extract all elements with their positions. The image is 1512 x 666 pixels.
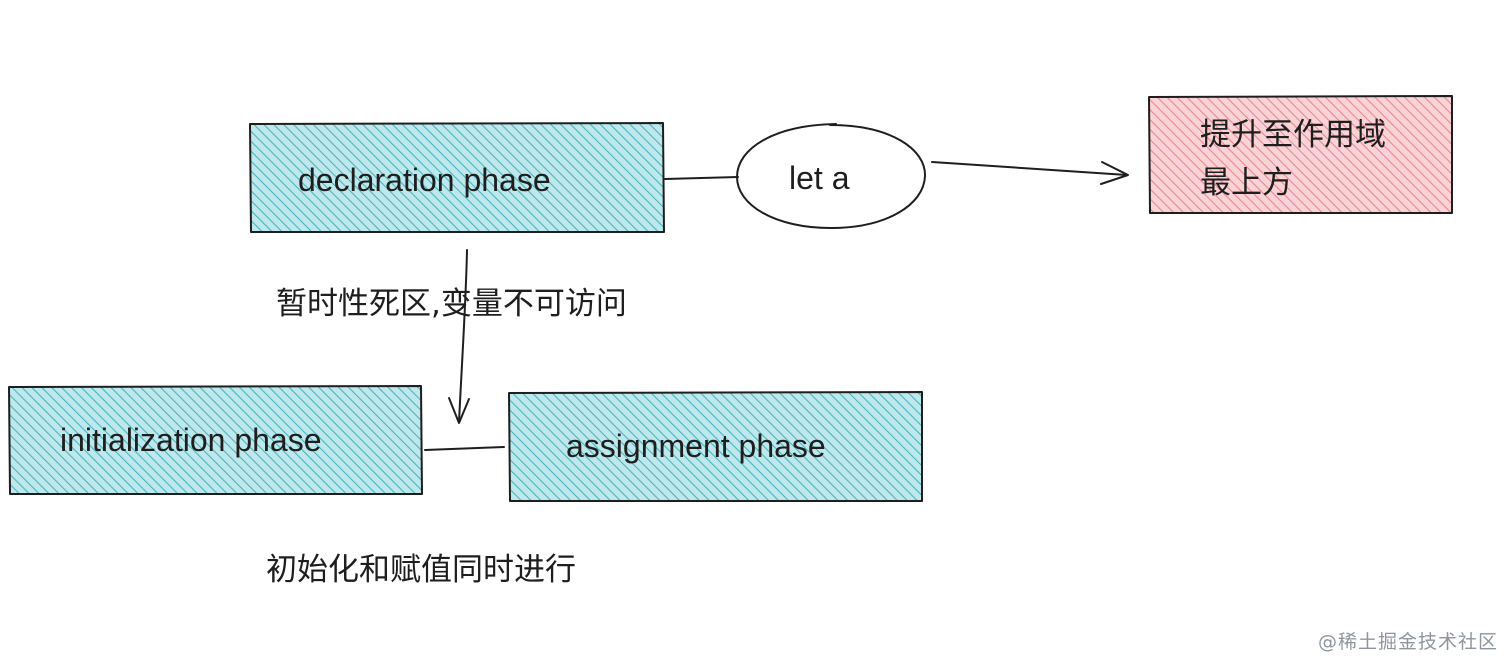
initialization-phase-node[interactable]: initialization phase: [8, 385, 423, 495]
hoist-to-top-node[interactable]: 提升至作用域 最上方: [1148, 95, 1453, 214]
initialization-phase-label: initialization phase: [60, 422, 322, 458]
declaration-to-initialization-arrow: [448, 249, 470, 424]
declaration-to-variable-connector: [664, 176, 739, 180]
assignment-phase-label: assignment phase: [566, 428, 826, 464]
declaration-phase-label: declaration phase: [298, 162, 551, 198]
variable-to-hoist-arrow: [931, 161, 1129, 185]
simultaneous-annotation: 初始化和赋值同时进行: [266, 552, 576, 588]
watermark: @稀土掘金技术社区: [1317, 631, 1498, 653]
assignment-phase-node[interactable]: assignment phase: [508, 391, 923, 502]
declaration-phase-node[interactable]: declaration phase: [249, 122, 665, 233]
hoist-label-line1: 提升至作用域: [1200, 117, 1386, 153]
let-a-label: let a: [789, 160, 850, 196]
initialization-to-assignment-connector: [424, 446, 505, 451]
let-a-node[interactable]: let a: [736, 123, 927, 229]
tdz-annotation: 暂时性死区,变量不可访问: [276, 286, 627, 322]
hoist-label-line2: 最上方: [1200, 165, 1293, 201]
